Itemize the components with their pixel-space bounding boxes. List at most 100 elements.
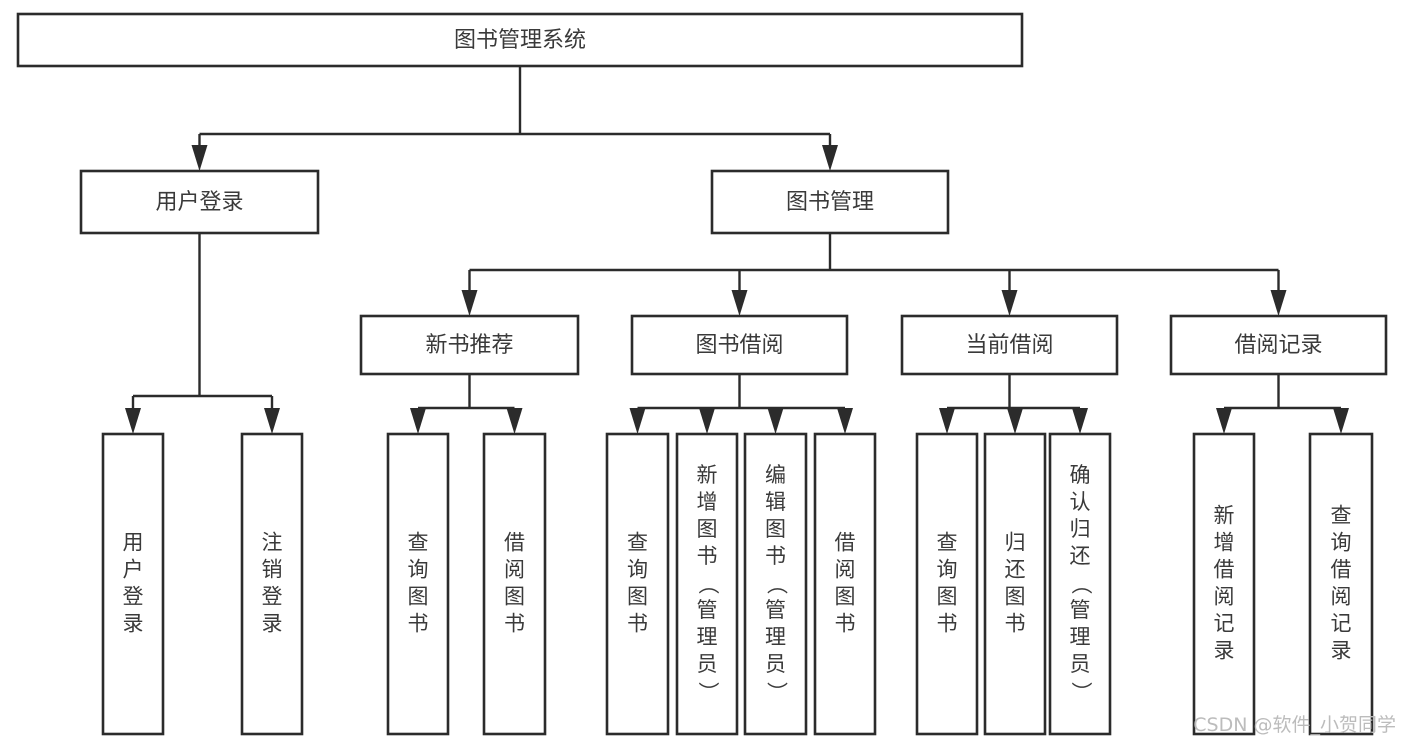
node-box-leaf-add-book[interactable]: [675, 432, 739, 736]
node-label-char: 图: [937, 585, 958, 609]
watermark-layer: CSDN @软件_小贺同学: [1193, 714, 1396, 736]
node-box-leaf-borrow-book-1[interactable]: [482, 432, 547, 736]
node-label-char: 查: [627, 531, 648, 555]
node-label-char: 员: [765, 652, 786, 676]
node-label-borrow-record: 借阅记录: [1234, 333, 1322, 358]
node-label-char: （: [1069, 574, 1093, 595]
node-label-char: 图: [408, 585, 429, 609]
node-borrow-record[interactable]: 借阅记录: [1169, 314, 1388, 376]
arrow-leaf-query-book-3-head: [939, 408, 955, 434]
node-box-leaf-query-book-3[interactable]: [915, 432, 979, 736]
arrow-leaf-borrow-book-1-head: [506, 408, 523, 434]
node-label-char: 录: [262, 612, 283, 636]
node-box-user-login[interactable]: [79, 169, 320, 235]
node-label-char: 询: [937, 558, 958, 582]
node-current-borrow[interactable]: 当前借阅: [900, 314, 1119, 376]
node-label-char: 记: [1331, 612, 1352, 636]
node-label-char: 登: [123, 585, 144, 609]
node-box-book-management[interactable]: [710, 169, 950, 235]
node-label-char: 归: [1005, 531, 1026, 555]
node-label-char: 询: [627, 558, 648, 582]
node-box-current-borrow[interactable]: [900, 314, 1119, 376]
arrow-new-book-recommend-head: [461, 290, 478, 316]
node-book-management[interactable]: 图书管理: [710, 169, 950, 235]
node-box-leaf-borrow-book-2[interactable]: [813, 432, 877, 736]
node-label-char: 图: [627, 585, 648, 609]
node-label-char: 登: [262, 585, 283, 609]
node-box-root[interactable]: [16, 12, 1024, 68]
node-box-leaf-user-login[interactable]: [101, 432, 165, 736]
arrow-leaf-logout-login-head: [264, 408, 280, 434]
node-label-char: 增: [697, 490, 718, 514]
node-label-char: 记: [1214, 612, 1235, 636]
node-label-char: 查: [937, 531, 958, 555]
node-label-char: 书: [627, 612, 648, 636]
node-label-char: 还: [1005, 558, 1026, 582]
node-box-borrow-record[interactable]: [1169, 314, 1388, 376]
node-label-user-login: 用户登录: [155, 190, 243, 215]
node-box-leaf-edit-book[interactable]: [743, 432, 808, 736]
node-label-char: 书: [1005, 612, 1026, 636]
node-label-char: 查: [1331, 504, 1352, 528]
node-box-book-borrow[interactable]: [630, 314, 849, 376]
node-root[interactable]: 图书管理系统: [16, 12, 1024, 68]
node-leaf-user-login[interactable]: 用户登录: [101, 432, 165, 736]
arrow-leaf-user-login-head: [125, 408, 141, 434]
node-label-current-borrow: 当前借阅: [965, 333, 1053, 358]
node-box-new-book-recommend[interactable]: [359, 314, 580, 376]
node-label-char: 管: [765, 598, 786, 622]
arrow-leaf-borrow-book-2-head: [837, 408, 853, 434]
node-box-leaf-return-book[interactable]: [983, 432, 1047, 736]
arrow-leaf-add-book-head: [699, 408, 715, 434]
node-label-char: 辑: [765, 490, 786, 514]
node-label-char: 新: [1214, 504, 1235, 528]
node-label-char: 借: [1214, 558, 1235, 582]
arrow-leaf-add-borrow-record-head: [1216, 408, 1232, 434]
node-label-char: 阅: [835, 558, 856, 582]
node-label-char: ）: [696, 682, 720, 703]
node-box-leaf-logout-login[interactable]: [240, 432, 304, 736]
node-label-char: （: [696, 574, 720, 595]
arrow-current-borrow-head: [1001, 290, 1018, 316]
node-label-char: 新: [697, 463, 718, 487]
node-label-char: 增: [1214, 531, 1235, 555]
node-label-char: 书: [504, 612, 525, 636]
node-label-char: 户: [123, 558, 144, 582]
node-box-leaf-confirm-return[interactable]: [1048, 432, 1112, 736]
arrow-book-management-head: [822, 145, 838, 171]
node-label-char: 管: [697, 598, 718, 622]
node-label-char: 录: [123, 612, 144, 636]
node-label-char: 认: [1070, 490, 1091, 514]
node-label-char: 询: [1331, 531, 1352, 555]
node-label-char: 归: [1070, 517, 1091, 541]
node-box-leaf-query-book-2[interactable]: [605, 432, 670, 736]
node-new-book-recommend[interactable]: 新书推荐: [359, 314, 580, 376]
node-label-book-management: 图书管理: [786, 190, 874, 215]
node-label-char: 书: [937, 612, 958, 636]
node-label-char: 书: [765, 544, 786, 568]
node-user-login[interactable]: 用户登录: [79, 169, 320, 235]
node-label-char: （: [765, 574, 789, 595]
arrow-leaf-query-book-1-head: [410, 408, 426, 434]
arrow-leaf-query-book-2-head: [629, 408, 646, 434]
node-box-leaf-query-borrow-record[interactable]: [1308, 432, 1374, 736]
node-box-leaf-add-borrow-record[interactable]: [1192, 432, 1256, 736]
node-box-leaf-query-book-1[interactable]: [386, 432, 450, 736]
node-label-char: 员: [1070, 652, 1091, 676]
node-label-char: 书: [697, 544, 718, 568]
node-book-borrow[interactable]: 图书借阅: [630, 314, 849, 376]
node-label-char: 理: [765, 625, 786, 649]
